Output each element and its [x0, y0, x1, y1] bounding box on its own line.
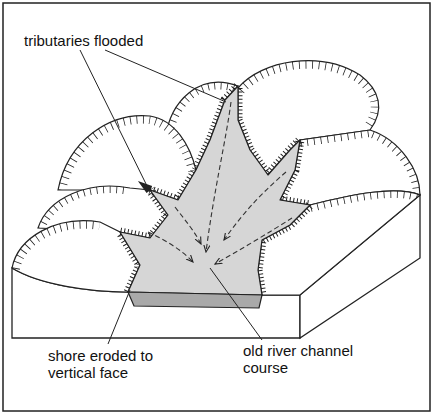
channel-arrows	[148, 102, 292, 264]
flow-arrow	[148, 232, 193, 262]
cliff-ticks	[120, 86, 310, 295]
hachure	[58, 116, 196, 190]
leader-line	[210, 268, 262, 340]
flow-arrow	[175, 207, 201, 244]
leader-line	[80, 50, 150, 192]
flow-arrow	[206, 102, 231, 252]
callout-label: shore eroded to vertical face	[48, 347, 168, 381]
hachure	[238, 61, 379, 130]
water-section	[128, 292, 262, 308]
leader-line	[105, 50, 226, 102]
leader-line	[108, 290, 130, 344]
flow-arrow	[215, 218, 292, 264]
hills	[12, 61, 420, 295]
frame	[3, 3, 430, 411]
leader-lines	[80, 50, 262, 344]
callout-label: tributaries flooded	[24, 32, 194, 49]
flow-arrow	[224, 172, 286, 240]
flooded-valley	[120, 86, 310, 295]
hachure	[12, 221, 100, 268]
callout-label: old river channel course	[243, 342, 368, 376]
hachure	[300, 130, 420, 195]
hachure	[310, 191, 420, 205]
